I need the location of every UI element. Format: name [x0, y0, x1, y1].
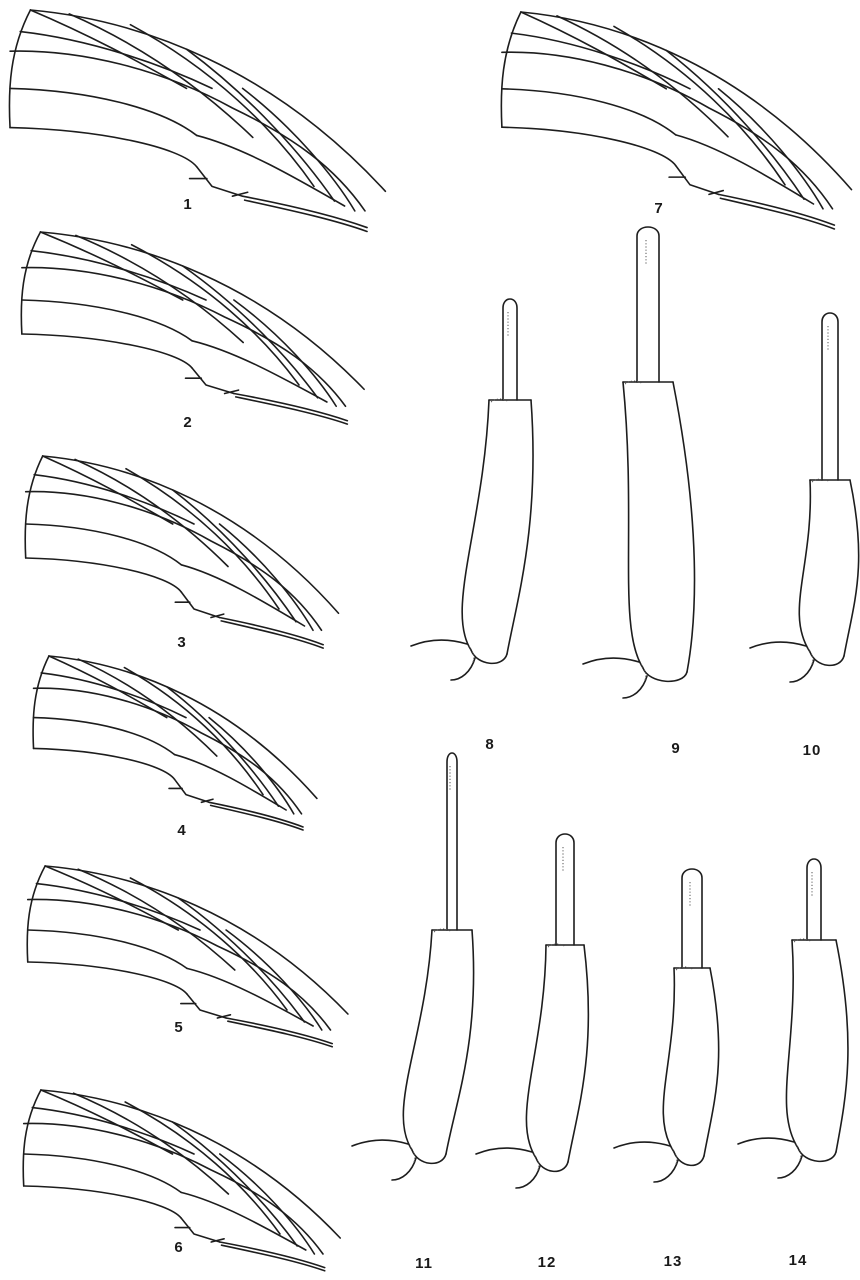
appendage-figure-12	[476, 834, 588, 1188]
appendage-figure-9	[583, 227, 695, 698]
figure-label-7: 7	[654, 200, 663, 217]
figure-label-13: 13	[664, 1253, 683, 1270]
appendage-figure-13	[614, 869, 719, 1182]
wing-figure-5	[27, 866, 348, 1047]
wing-figure-7	[501, 12, 851, 229]
wing-figure-2	[21, 232, 364, 424]
figure-label-10: 10	[803, 742, 822, 759]
figure-label-14: 14	[789, 1252, 808, 1269]
wing-figure-3	[25, 456, 338, 648]
figure-label-9: 9	[671, 740, 680, 757]
figure-label-3: 3	[177, 634, 186, 651]
figure-label-6: 6	[174, 1239, 183, 1256]
figure-label-4: 4	[177, 822, 186, 839]
wing-figure-4	[33, 656, 317, 830]
figure-label-1: 1	[183, 196, 192, 213]
figure-label-2: 2	[183, 414, 192, 431]
figure-label-11: 11	[415, 1255, 433, 1272]
appendage-figure-11	[352, 753, 474, 1180]
appendage-figure-8	[411, 299, 533, 680]
appendage-figure-14	[738, 859, 848, 1178]
appendage-figure-10	[750, 313, 859, 682]
figure-label-12: 12	[538, 1254, 557, 1271]
figure-label-8: 8	[485, 736, 494, 753]
figure-label-5: 5	[174, 1019, 183, 1036]
wing-figure-1	[9, 10, 385, 231]
